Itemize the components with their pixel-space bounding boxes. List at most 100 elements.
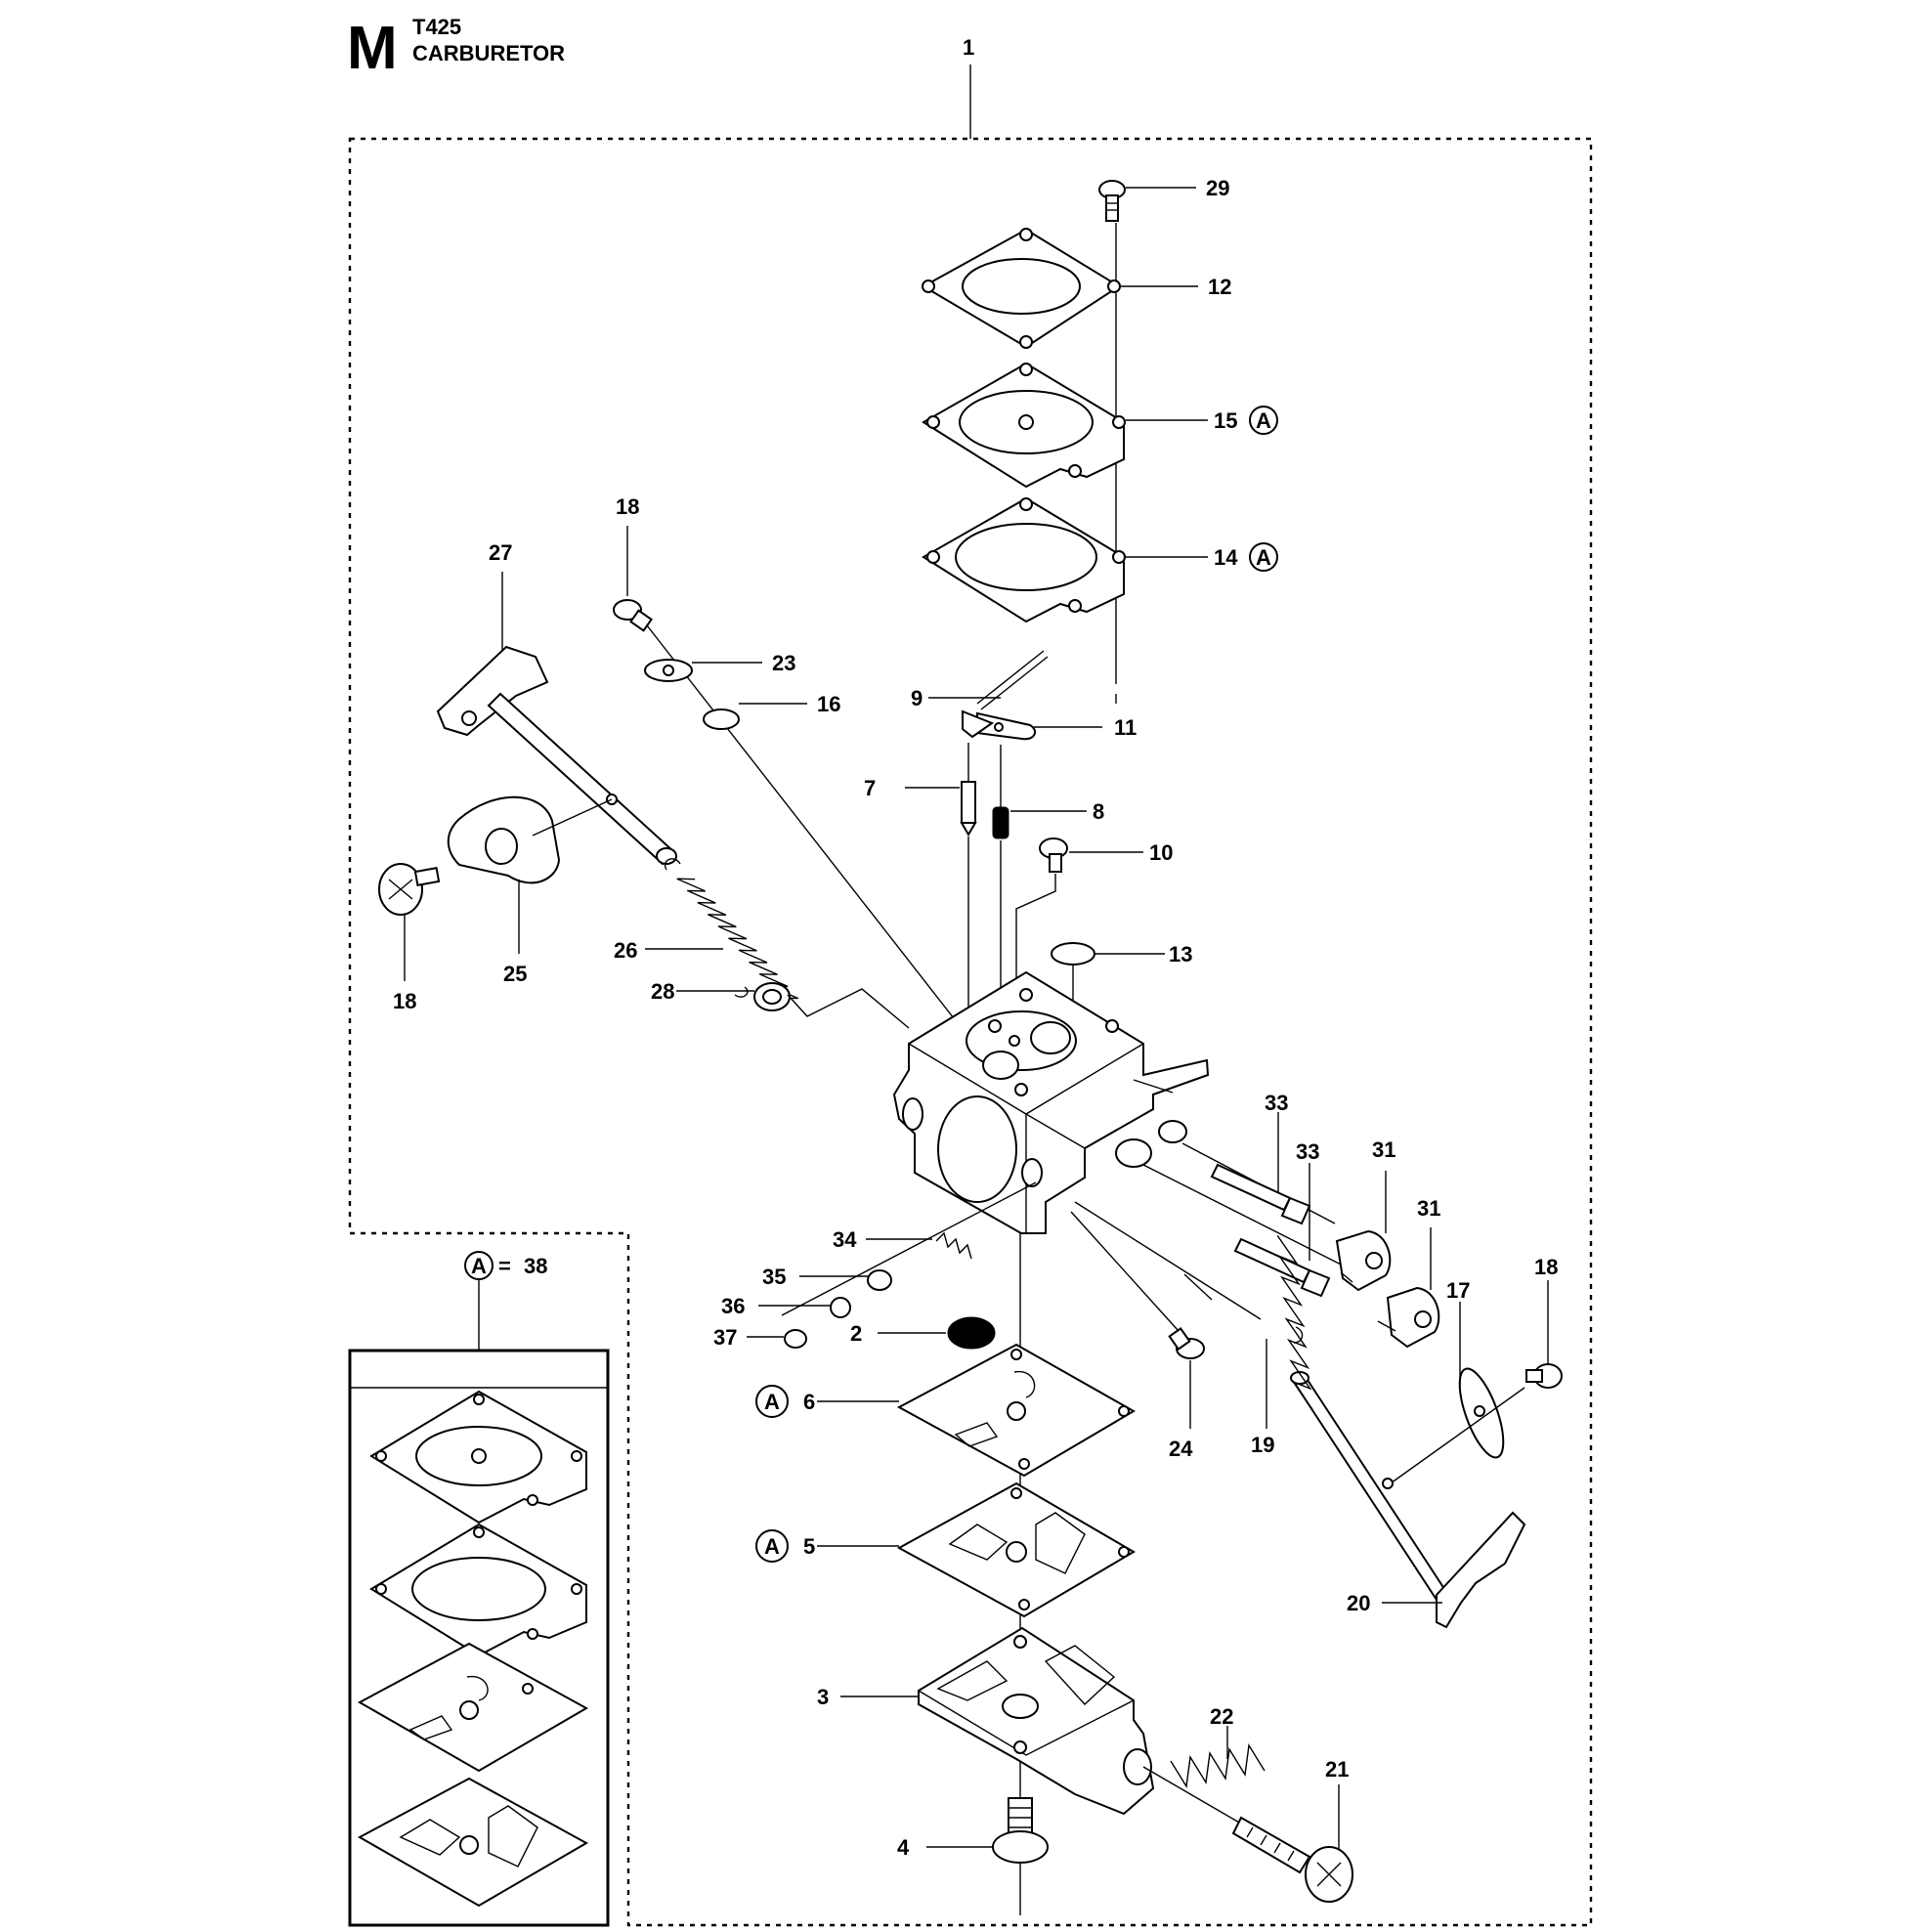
model-number: T425 [412,15,461,39]
pump-gasket-5 [896,1481,1136,1618]
callout-6: 6 [803,1390,815,1414]
callout-29: 29 [1206,176,1229,200]
callout-1: 1 [963,35,974,60]
diaphragm-15 [922,362,1126,489]
kit-legend-number: 38 [524,1254,547,1278]
callout-18-right: 18 [1534,1255,1558,1279]
callout-33-upper: 33 [1265,1091,1288,1115]
callout-36: 36 [721,1294,745,1318]
kit-legend-equals: = [498,1254,511,1278]
svg-text:A: A [764,1390,780,1414]
washer-23 [644,659,693,682]
screw-29 [1098,180,1126,222]
kit-legend-symbol [464,1251,494,1280]
screw-18-left [378,863,441,916]
callout-17: 17 [1446,1278,1470,1303]
pump-diaphragm-6 [896,1343,1136,1478]
callout-13: 13 [1169,942,1192,966]
callout-24: 24 [1169,1437,1193,1461]
screw-10 [1039,837,1068,873]
spring-34 [935,1231,972,1260]
callout-16: 16 [817,692,840,716]
callout-35: 35 [762,1265,786,1289]
screw-18-top [613,599,653,632]
callout-37: 37 [713,1325,737,1350]
callout-18-left: 18 [393,989,416,1013]
adjuster-33-upper [1210,1163,1311,1225]
kit-gasket [369,1523,587,1657]
assembly-boundary [348,137,1593,1927]
callout-2: 2 [850,1321,862,1346]
kit-marker-6: A [755,1385,789,1418]
screw-24 [1168,1327,1205,1359]
callout-5: 5 [803,1534,815,1559]
callout-15: 15 [1214,408,1237,433]
ball-36 [830,1297,851,1318]
spring-8 [992,806,1009,839]
plug-13 [1051,942,1095,966]
svg-text:A: A [1256,545,1271,570]
plug-37 [784,1329,807,1349]
adjuster-33-lower [1233,1237,1331,1298]
callout-18-top: 18 [616,494,639,519]
clip-16 [703,708,740,730]
cover-12 [921,228,1121,349]
callout-11: 11 [1114,715,1137,740]
lever-11 [962,709,1037,741]
callout-8: 8 [1093,799,1104,824]
callout-9: 9 [911,686,923,710]
callout-10: 10 [1149,840,1173,865]
kit-diaphragm [369,1390,587,1524]
pump-cover-3 [918,1626,1155,1816]
check-valve-35 [867,1269,892,1291]
kit-pump-gasket [357,1777,589,1908]
kit-marker-14: A [1249,542,1278,572]
callout-14: 14 [1214,545,1238,570]
limiter-cap-31-lower [1377,1286,1440,1349]
pin-9 [976,650,1045,705]
svg-text:A: A [1256,408,1271,433]
callout-19: 19 [1251,1433,1274,1457]
callout-34: 34 [833,1227,857,1252]
kit-legend: A = 38 [464,1251,547,1280]
spring-22 [1170,1742,1266,1789]
callout-27: 27 [489,540,512,565]
page-title: CARBURETOR [412,41,565,65]
throttle-lever-27 [436,645,677,866]
svg-text:A: A [764,1534,780,1559]
callout-4: 4 [897,1835,910,1860]
callout-28: 28 [651,979,674,1004]
callout-23: 23 [772,651,795,675]
callout-25: 25 [503,962,527,986]
callout-33-lower: 33 [1296,1139,1319,1164]
callout-20: 20 [1347,1591,1370,1615]
spring-26 [664,858,798,1000]
idle-screw-21 [1231,1816,1353,1903]
axis-line-18 [646,624,968,1037]
callout-12: 12 [1208,275,1231,299]
kit-pump-diaphragm [357,1642,589,1773]
svg-text:A: A [471,1254,487,1278]
screw-18-right [1525,1363,1563,1389]
callout-21: 21 [1325,1757,1349,1782]
bushing-28 [753,982,791,1011]
kit-marker-15: A [1249,406,1278,435]
choke-shaft-20 [1290,1371,1526,1629]
callout-31-upper: 31 [1372,1138,1395,1162]
callout-22: 22 [1210,1704,1233,1729]
carburetor-body [892,970,1210,1234]
needle-7 [960,781,977,837]
callout-3: 3 [817,1685,829,1709]
kit-marker-5: A [755,1529,789,1563]
section-letter: M [347,15,398,82]
callout-31-lower: 31 [1417,1196,1440,1221]
limiter-cap-31-upper [1335,1229,1392,1292]
gasket-14 [922,496,1126,623]
callout-7: 7 [864,776,876,800]
throttle-plate-25 [447,795,561,884]
spring-19 [1183,1234,1313,1410]
screw-4 [992,1797,1049,1864]
filter-screen-2 [947,1316,996,1350]
callout-26: 26 [614,938,637,963]
